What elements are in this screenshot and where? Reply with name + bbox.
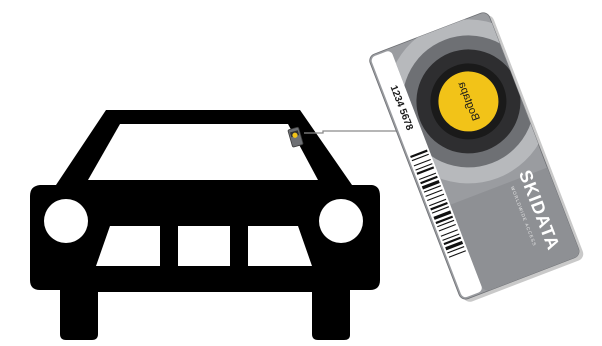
car-front-icon (30, 110, 380, 340)
access-card: Bogtapa 1234 5678 SKIDATA WORLDWIDE ACCE… (362, 0, 602, 306)
grille-center (178, 226, 230, 266)
left-headlight (44, 199, 88, 243)
windshield (88, 124, 318, 180)
right-headlight (319, 199, 363, 243)
